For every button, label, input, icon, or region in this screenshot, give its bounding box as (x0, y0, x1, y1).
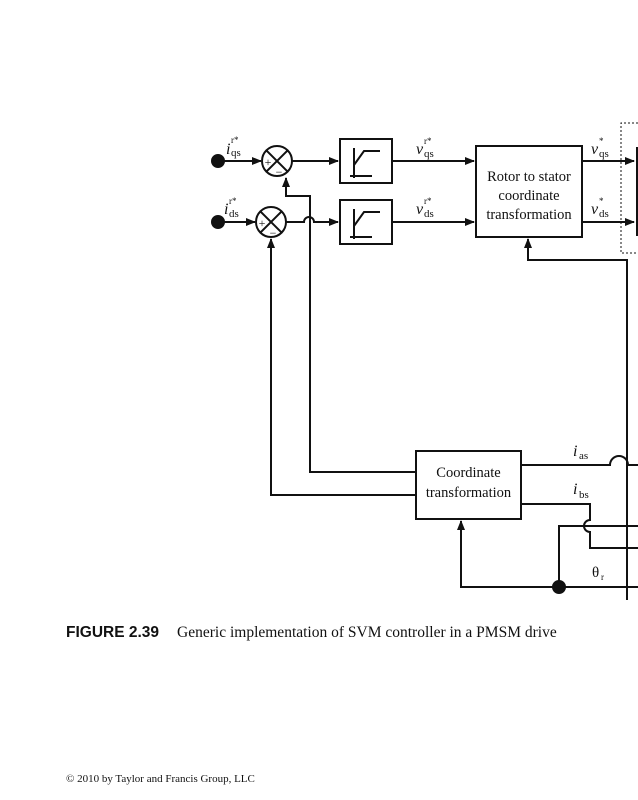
svg-text:ds: ds (229, 208, 239, 220)
figure-caption: FIGURE 2.39 Generic implementation of SVM… (66, 624, 557, 642)
svg-text:r*: r* (424, 196, 432, 206)
svg-text:*: * (599, 136, 604, 146)
wire-ias (521, 455, 638, 466)
summer-q-minus: − (276, 165, 283, 179)
svg-text:v: v (591, 201, 599, 218)
label-vds-r: v ds r* (416, 196, 434, 220)
svg-text:v: v (416, 141, 424, 158)
pi-controller-d (339, 199, 393, 245)
rotor-to-stator-block (475, 145, 583, 238)
summer-d-minus: − (270, 226, 277, 240)
wire-theta-branch (558, 525, 638, 587)
wire-iqs-feedback (282, 177, 416, 473)
svg-text:bs: bs (579, 489, 589, 501)
svg-text:i: i (573, 481, 577, 498)
svg-text:r*: r* (231, 135, 239, 145)
svg-text:qs: qs (424, 148, 434, 160)
svg-text:r*: r* (424, 136, 432, 146)
svm-controller-diagram: + − + − i qs r* i ds r* v qs r* v ds r* … (211, 122, 638, 600)
svg-text:as: as (579, 450, 588, 462)
coord-transform-line-2: transformation (426, 485, 512, 501)
inverter-boundary (620, 122, 638, 254)
summing-junction-d (255, 206, 287, 238)
wire-theta-to-coord (457, 520, 638, 588)
svg-text:qs: qs (599, 148, 609, 160)
svg-text:i: i (224, 201, 228, 218)
svg-text:r: r (601, 572, 604, 582)
label-ias: i as (573, 443, 588, 462)
svg-text:qs: qs (231, 147, 241, 159)
rotor-stator-line-3: transformation (486, 207, 572, 223)
label-vds: v ds * (591, 196, 609, 220)
coord-transform-line-1: Coordinate (436, 465, 500, 481)
label-iqs-ref: i qs r* (226, 135, 241, 159)
rotor-stator-line-2: coordinate (498, 188, 559, 204)
svg-text:v: v (416, 201, 424, 218)
svg-text:i: i (573, 443, 577, 460)
svg-text:ds: ds (599, 208, 609, 220)
svg-text:*: * (599, 196, 604, 206)
summer-d-plus: + (259, 216, 266, 230)
figure-label: FIGURE 2.39 (66, 624, 160, 641)
wire-theta-to-rotor-stator (524, 238, 628, 600)
svg-text:θ: θ (592, 565, 599, 581)
rotor-stator-line-1: Rotor to stator (487, 169, 571, 185)
svg-text:r*: r* (229, 196, 237, 206)
figure-caption-text: Generic implementation of SVM controller… (177, 624, 557, 641)
wire-d-error (286, 216, 339, 226)
wire-ids-feedback (267, 238, 416, 496)
svg-text:i: i (226, 141, 230, 158)
coordinate-transformation-block (415, 450, 522, 520)
label-theta-r: θ r (592, 565, 604, 582)
label-vqs: v qs * (591, 136, 609, 160)
pi-controller-q (339, 138, 393, 184)
label-ids-ref: i ds r* (224, 196, 239, 220)
svg-text:v: v (591, 141, 599, 158)
copyright-notice: © 2010 by Taylor and Francis Group, LLC (66, 773, 255, 785)
summer-q-plus: + (265, 155, 272, 169)
svg-text:ds: ds (424, 208, 434, 220)
theta-junction-node (552, 580, 566, 594)
label-ibs: i bs (573, 481, 589, 501)
label-vqs-r: v qs r* (416, 136, 434, 160)
